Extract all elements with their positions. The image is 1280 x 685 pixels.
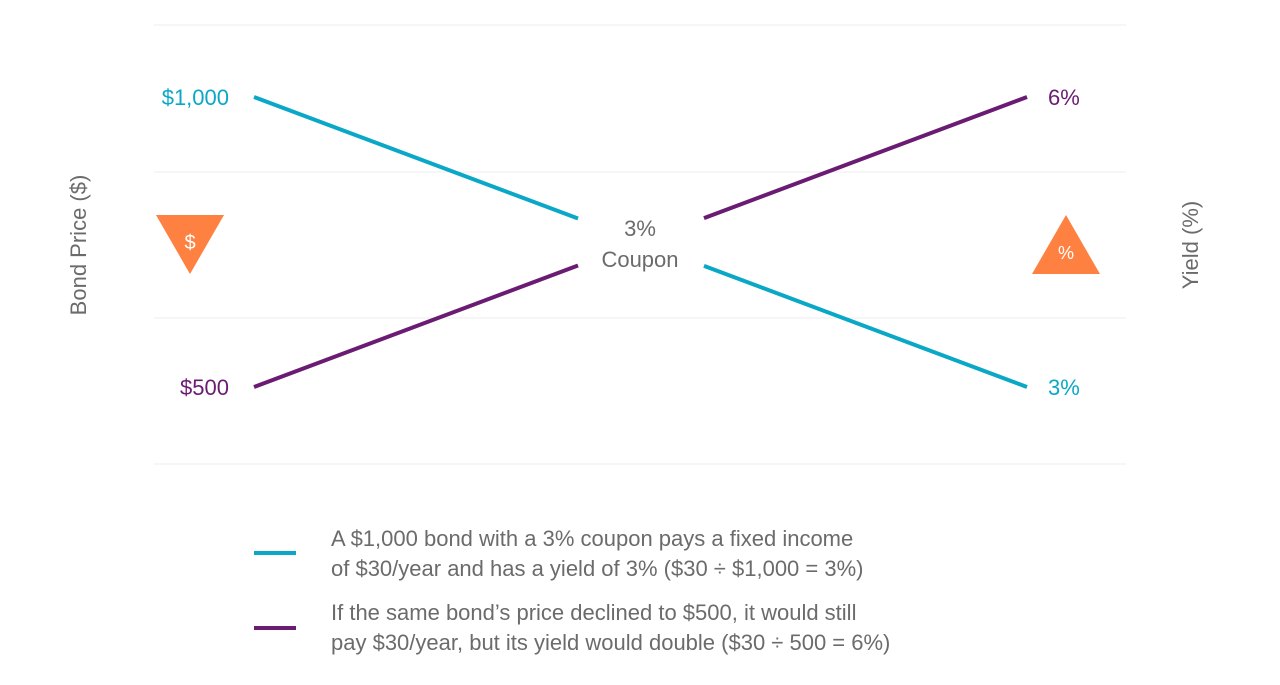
price-label: $1,000: [162, 85, 229, 110]
series-line-left-1: [253, 263, 579, 389]
yield-label: 3%: [1048, 375, 1080, 400]
left-axis-title: Bond Price ($): [66, 175, 91, 316]
price-down-triangle-icon: [156, 215, 224, 274]
series-line-right-1: [703, 95, 1028, 221]
percent-icon-glyph: %: [1058, 243, 1074, 263]
dollar-icon-glyph: $: [184, 232, 195, 254]
yield-label: 6%: [1048, 85, 1080, 110]
center-label-coupon: Coupon: [601, 247, 678, 272]
legend-item-purple: If the same bond’s price declined to $50…: [331, 598, 1031, 658]
series-line-left-0: [253, 95, 579, 221]
legend-line: A $1,000 bond with a 3% coupon pays a fi…: [331, 526, 854, 551]
yield-up-triangle-icon: [1032, 215, 1100, 274]
center-label-rate: 3%: [624, 216, 656, 241]
legend-line: pay $30/year, but its yield would double…: [331, 630, 891, 655]
series-line-right-0: [703, 263, 1028, 389]
right-axis-title: Yield (%): [1178, 201, 1203, 289]
legend-item-teal: A $1,000 bond with a 3% coupon pays a fi…: [331, 524, 1031, 584]
legend-line: of $30/year and has a yield of 3% ($30 ÷…: [331, 556, 864, 581]
legend-line: If the same bond’s price declined to $50…: [331, 600, 857, 625]
price-label: $500: [180, 375, 229, 400]
